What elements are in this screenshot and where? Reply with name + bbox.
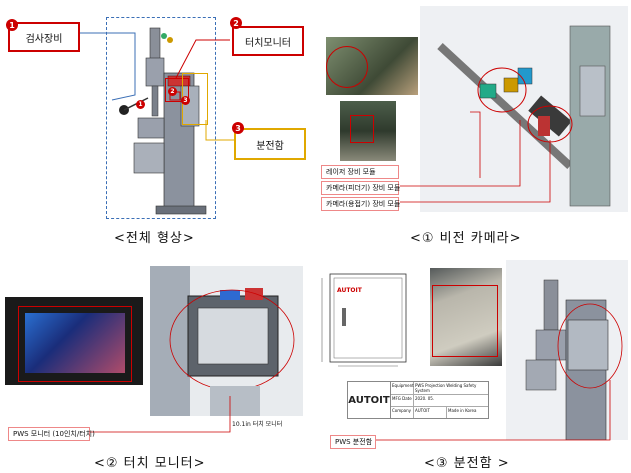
inspection-number-badge: 1 bbox=[6, 19, 18, 31]
welding-machine-drawing bbox=[119, 27, 207, 215]
nameplate-key: Equipment bbox=[391, 382, 414, 394]
monitor-photo-highlight bbox=[18, 306, 132, 382]
monitor-size-text: 10.1in 터치 모니터 bbox=[232, 421, 283, 428]
nameplate-value: AUTOIT bbox=[414, 407, 447, 418]
monitor-photo bbox=[5, 297, 143, 385]
touch-number-badge: 2 bbox=[230, 17, 242, 29]
nameplate-origin: Made in Korea bbox=[448, 408, 477, 413]
panel-callout: 분전함 bbox=[234, 128, 306, 160]
nameplate-value: PWS Projection Welding Safety System bbox=[415, 383, 477, 393]
pws-panel-label: PWS 분전함 bbox=[330, 435, 376, 449]
vision-connector-lines bbox=[400, 111, 551, 203]
panel-drawing bbox=[321, 273, 407, 367]
nameplate-row-company: Company AUTOIT Made in Korea bbox=[391, 407, 488, 418]
camera-photo-highlight bbox=[350, 115, 374, 143]
inspection-label: 검사장비 bbox=[25, 33, 63, 45]
nameplate-value: 2020. 05. bbox=[415, 396, 435, 401]
monitor-connector-line bbox=[90, 396, 231, 433]
touch-monitor-callout: 터치모니터 bbox=[232, 26, 304, 56]
marker-2-on-machine: 2 bbox=[168, 87, 177, 96]
panel-drawing-logo: AUTOIT bbox=[337, 287, 362, 294]
monitor-screen bbox=[25, 313, 125, 373]
touch-highlight-box bbox=[165, 78, 189, 102]
vision-caption: <① 비전 카메라> bbox=[410, 231, 522, 246]
vision-label-feeder-camera: 카메라(피더기) 장비 모듈 bbox=[321, 181, 400, 195]
marker-1-on-machine: 1 bbox=[136, 100, 145, 109]
camera-module-photo bbox=[340, 101, 396, 161]
marker-3-on-machine: 3 bbox=[181, 96, 190, 105]
nameplate-row-equipment: Equipment PWS Projection Welding Safety … bbox=[391, 382, 488, 395]
nameplate: AUTOIT Equipment PWS Projection Welding … bbox=[347, 381, 489, 419]
panel-number-badge: 3 bbox=[232, 122, 244, 134]
nameplate-key: Company bbox=[391, 407, 414, 418]
panel-caption: <③ 분전함 > bbox=[424, 456, 510, 471]
nameplate-key: MFG Date bbox=[391, 395, 414, 406]
vision-label-laser: 레이저 장비 모듈 bbox=[321, 165, 399, 179]
laser-photo-highlight bbox=[326, 46, 368, 88]
overview-connector-lines bbox=[80, 32, 234, 141]
panel-cad bbox=[525, 279, 623, 440]
nameplate-row-date: MFG Date 2020. 05. bbox=[391, 395, 488, 407]
panel-label: 분전함 bbox=[256, 140, 284, 152]
vision-label-welder-camera: 카메라(용접기) 장비 모듈 bbox=[321, 197, 400, 211]
machine-dashed-frame bbox=[106, 17, 216, 219]
inspection-callout: 검사장비 bbox=[8, 22, 80, 52]
panel-photo bbox=[430, 268, 502, 366]
overview-caption: <전체 형상> bbox=[114, 231, 195, 246]
touch-monitor-caption: <② 터치 모니터> bbox=[94, 456, 206, 471]
pws-monitor-label: PWS 모니터 (10인치/터치) bbox=[8, 427, 95, 441]
vision-camera-cad bbox=[437, 25, 611, 207]
nameplate-logo: AUTOIT bbox=[348, 394, 390, 406]
nameplate-table: Equipment PWS Projection Welding Safety … bbox=[390, 382, 488, 418]
touch-monitor-label: 터치모니터 bbox=[245, 37, 291, 49]
monitor-cad bbox=[150, 266, 295, 416]
panel-connector-line bbox=[375, 380, 611, 441]
panel-photo-highlight bbox=[432, 285, 498, 357]
